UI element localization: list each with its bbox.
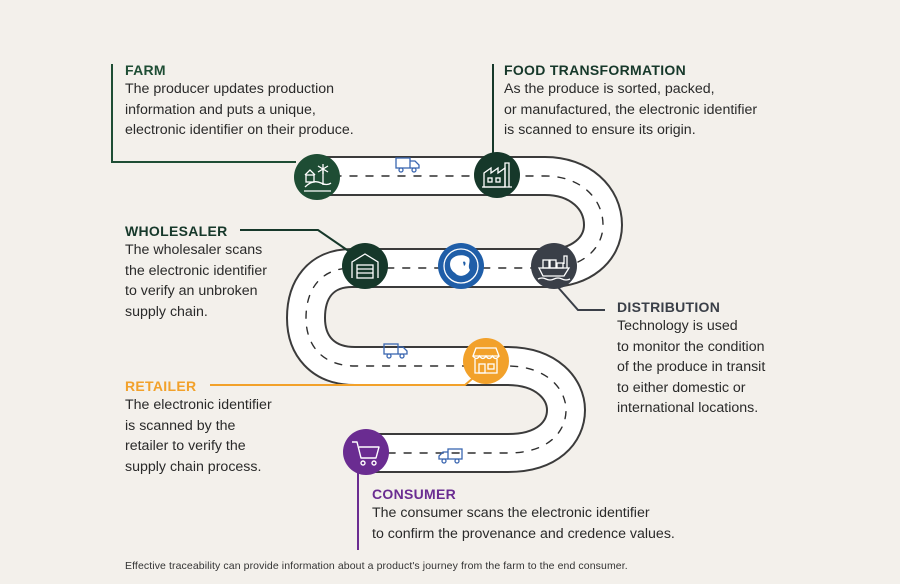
ship-icon <box>531 243 577 289</box>
delivery-truck-icon <box>438 448 463 464</box>
connector-lines <box>111 64 605 550</box>
globe-icon <box>438 243 484 289</box>
farm-connector <box>111 64 296 163</box>
distribution-block: DISTRIBUTION Technology is used to monit… <box>617 298 765 419</box>
farm-icon <box>294 154 340 200</box>
wholesaler-description: The wholesaler scans the electronic iden… <box>125 242 267 320</box>
storefront-icon <box>463 338 509 384</box>
winding-road <box>286 156 623 473</box>
farm-title: FARM <box>125 62 166 78</box>
shopping-cart-icon <box>343 429 389 475</box>
warehouse-icon <box>342 243 388 289</box>
delivery-truck-icon <box>383 343 408 359</box>
consumer-title: CONSUMER <box>372 486 457 502</box>
food-transformation-title: FOOD TRANSFORMATION <box>504 62 686 78</box>
food-transformation-block: FOOD TRANSFORMATION As the produce is so… <box>504 61 757 141</box>
consumer-description: The consumer scans the electronic identi… <box>372 505 675 542</box>
wholesaler-block: WHOLESALER The wholesaler scans the elec… <box>125 222 267 322</box>
farm-block: FARM The producer updates production inf… <box>125 61 354 141</box>
retailer-block: RETAILER The electronic identifier is sc… <box>125 377 272 477</box>
consumer-block: CONSUMER The consumer scans the electron… <box>372 485 675 544</box>
footer-caption: Effective traceability can provide infor… <box>125 560 628 572</box>
delivery-truck-icon <box>395 157 420 173</box>
retailer-title: RETAILER <box>125 378 197 394</box>
distribution-title: DISTRIBUTION <box>617 299 721 315</box>
food-transformation-description: As the produce is sorted, packed, or man… <box>504 81 758 138</box>
distribution-connector <box>555 284 605 311</box>
retailer-description: The electronic identifier is scanned by … <box>125 397 272 475</box>
farm-description: The producer updates production informat… <box>125 81 354 138</box>
distribution-description: Technology is used to monitor the condit… <box>617 318 766 416</box>
wholesaler-title: WHOLESALER <box>125 223 228 239</box>
factory-icon <box>474 152 520 198</box>
wholesaler-connector <box>240 229 351 253</box>
